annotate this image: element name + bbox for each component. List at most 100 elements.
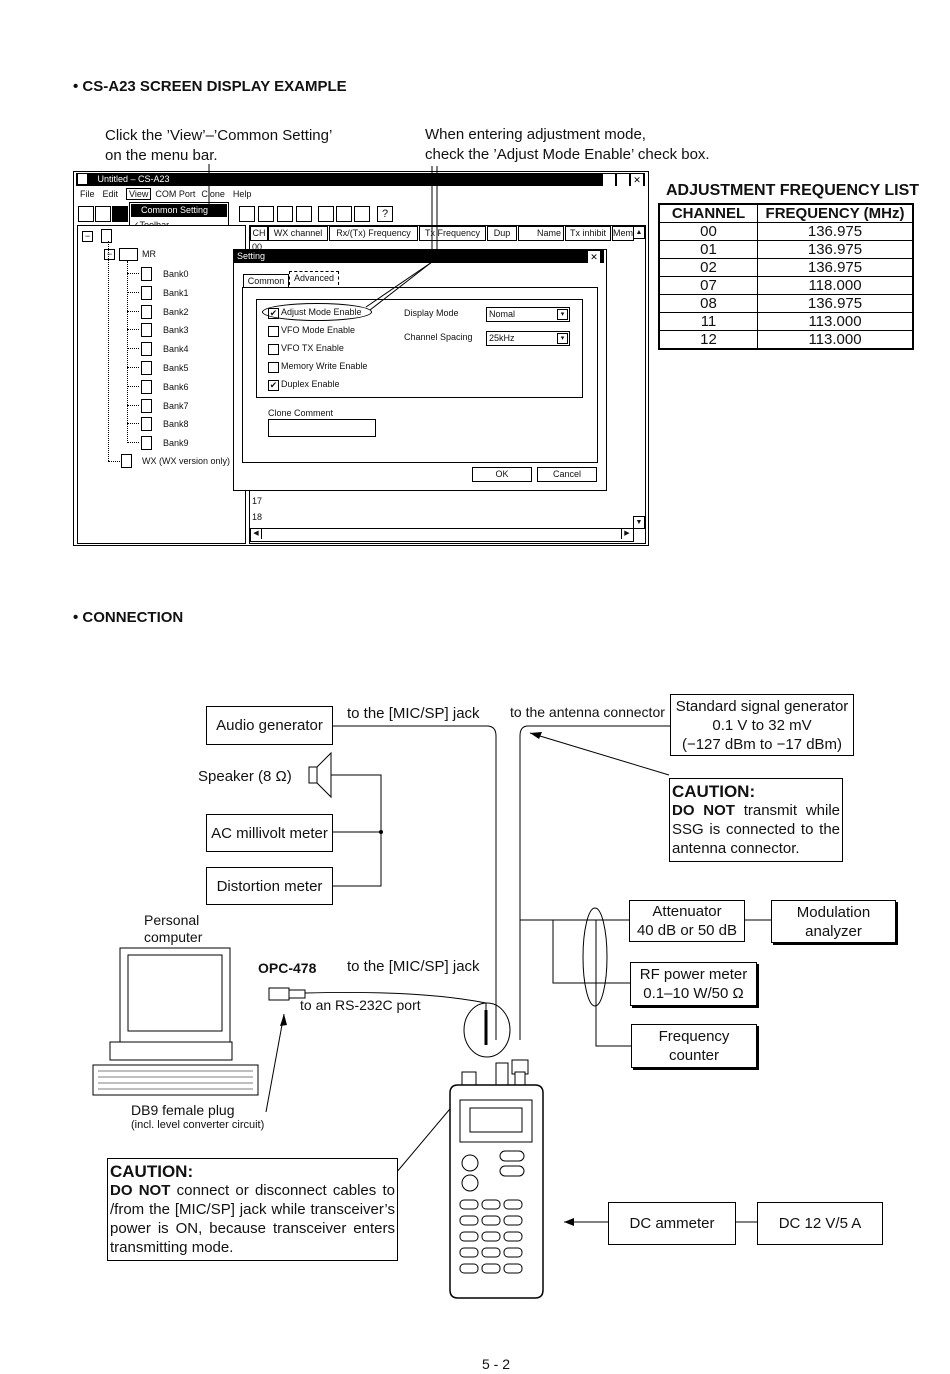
menu-item-common-setting[interactable]: Common Setting [131, 204, 227, 217]
menu-help[interactable]: Help [232, 189, 252, 199]
antenna-label: to the antenna connector [510, 704, 665, 720]
frequency-cell: 113.000 [757, 312, 914, 331]
tree-item-bank[interactable]: Bank7 [163, 400, 189, 411]
display-mode-select[interactable]: Nomal ▾ [486, 307, 570, 322]
menu-com-port[interactable]: COM Port [155, 189, 196, 199]
speaker-label: Speaker (8 Ω) [198, 768, 292, 785]
tree-line-root [108, 241, 109, 461]
caution-ssg-bold: DO NOT [672, 802, 735, 819]
dialog-close-icon[interactable]: ✕ [588, 251, 600, 263]
channel-spacing-select[interactable]: 25kHz ▾ [486, 331, 570, 346]
radio-icon [101, 229, 112, 243]
mic-jack-label-2: to the [MIC/SP] jack [347, 958, 480, 975]
tab-panel [242, 287, 598, 463]
bank-doc-icon [141, 361, 152, 375]
tab-common[interactable]: Common [243, 274, 289, 288]
col-name[interactable]: Name [518, 226, 564, 241]
menu-edit[interactable]: Edit [102, 189, 119, 199]
clone-comment-label: Clone Comment [268, 408, 334, 418]
col-rx-frequency[interactable]: Rx/(Tx) Frequency [329, 226, 418, 241]
minimize-icon[interactable] [603, 174, 615, 186]
tree-branch [127, 423, 139, 425]
app-icon [78, 174, 87, 184]
hscroll-right-icon[interactable]: ▶ [621, 529, 632, 539]
frequency-cell: 136.975 [757, 240, 914, 259]
channel-cell: 00 [658, 222, 758, 241]
tree-item-bank[interactable]: Bank3 [163, 325, 189, 336]
sort-icon[interactable] [354, 206, 370, 222]
tree-branch [127, 273, 139, 274]
vscroll-down-icon[interactable]: ▼ [633, 516, 645, 529]
tree-item-bank[interactable]: Bank2 [163, 306, 189, 317]
pc-label-2: computer [144, 929, 203, 945]
vscroll-up-icon[interactable]: ▲ [633, 226, 645, 239]
tree-item-mr[interactable]: MR [142, 249, 156, 259]
col-tx-inhibit[interactable]: Tx inhibit [565, 226, 611, 241]
clone-comment-input[interactable] [268, 419, 376, 437]
channel-cell: 11 [658, 312, 758, 331]
tree-item-bank[interactable]: Bank8 [163, 419, 189, 430]
dialog-title: Setting [237, 251, 266, 261]
tree-collapse-icon[interactable]: − [82, 231, 93, 242]
checkbox[interactable] [268, 362, 279, 373]
checkbox[interactable] [268, 344, 279, 355]
computer-icon [92, 947, 259, 1096]
tree-item-bank[interactable]: Bank4 [163, 344, 189, 355]
tree-item-bank[interactable]: Bank0 [163, 269, 189, 279]
maximize-icon[interactable] [617, 174, 629, 186]
caution-ssg-text: transmit while SSG is connected to the a… [672, 802, 840, 857]
tree-collapse-mr-icon[interactable]: − [104, 249, 115, 260]
checkbox[interactable] [268, 326, 279, 337]
checkbox[interactable]: ✔ [268, 380, 279, 391]
hscroll-left-icon[interactable]: ◀ [251, 529, 262, 539]
move-icon[interactable] [336, 206, 352, 222]
col-wx-channel[interactable]: WX channel [268, 226, 328, 241]
tree-item-bank[interactable]: Bank5 [163, 363, 189, 373]
menu-file[interactable]: File [80, 189, 95, 199]
tree-item-bank[interactable]: Bank1 [163, 287, 189, 298]
tab-advanced[interactable]: Advanced [289, 271, 339, 285]
tree-branch [127, 442, 139, 444]
hscroll-bar[interactable] [250, 528, 634, 542]
clone-read-icon[interactable] [277, 206, 293, 222]
save-icon[interactable] [112, 206, 128, 222]
bank-doc-icon [141, 304, 152, 319]
write-icon[interactable] [258, 206, 274, 222]
rs232-label: to an RS-232C port [300, 997, 421, 1013]
frequency-cell: 118.000 [757, 276, 914, 295]
frequency-counter-box: Frequency counter [631, 1024, 757, 1068]
db9-label-1: DB9 female plug [131, 1102, 235, 1118]
read-icon[interactable] [239, 206, 255, 222]
tree-branch [127, 291, 139, 293]
help-icon[interactable]: ? [377, 206, 393, 222]
ok-button[interactable]: OK [472, 467, 532, 482]
clone-write-icon[interactable] [296, 206, 312, 222]
close-icon[interactable]: ✕ [631, 174, 643, 186]
wx-doc-icon [121, 454, 132, 468]
col-dup[interactable]: Dup [487, 226, 517, 241]
tree-item-wx[interactable]: WX (WX version only) [142, 456, 231, 466]
tree-item-bank[interactable]: Bank6 [163, 381, 189, 392]
new-file-icon[interactable] [78, 206, 94, 222]
bank-doc-icon [141, 398, 152, 413]
cancel-button[interactable]: Cancel [537, 467, 597, 482]
tree-item-bank[interactable]: Bank9 [163, 438, 189, 449]
bank-doc-icon [141, 436, 152, 451]
menu-clone[interactable]: Clone [201, 189, 225, 199]
caution-cable-text: connect or disconnect cables to /from th… [110, 1182, 395, 1256]
col-ch[interactable]: CH [250, 226, 268, 241]
mic-jack-label: to the [MIC/SP] jack [347, 705, 480, 722]
open-folder-icon[interactable] [95, 206, 111, 222]
audio-generator-box: Audio generator [206, 706, 333, 745]
menu-view[interactable]: View [126, 188, 152, 200]
window-title: Untitled – CS-A23 [97, 174, 170, 184]
tree-branch [127, 310, 139, 312]
insert-icon[interactable] [318, 206, 334, 222]
caution-ssg: CAUTION: DO NOT transmit while SSG is co… [669, 778, 843, 862]
tree-branch-wx [108, 461, 120, 462]
col-tx-frequency[interactable]: Tx Frequency [419, 226, 486, 241]
setting-dialog [233, 249, 607, 491]
